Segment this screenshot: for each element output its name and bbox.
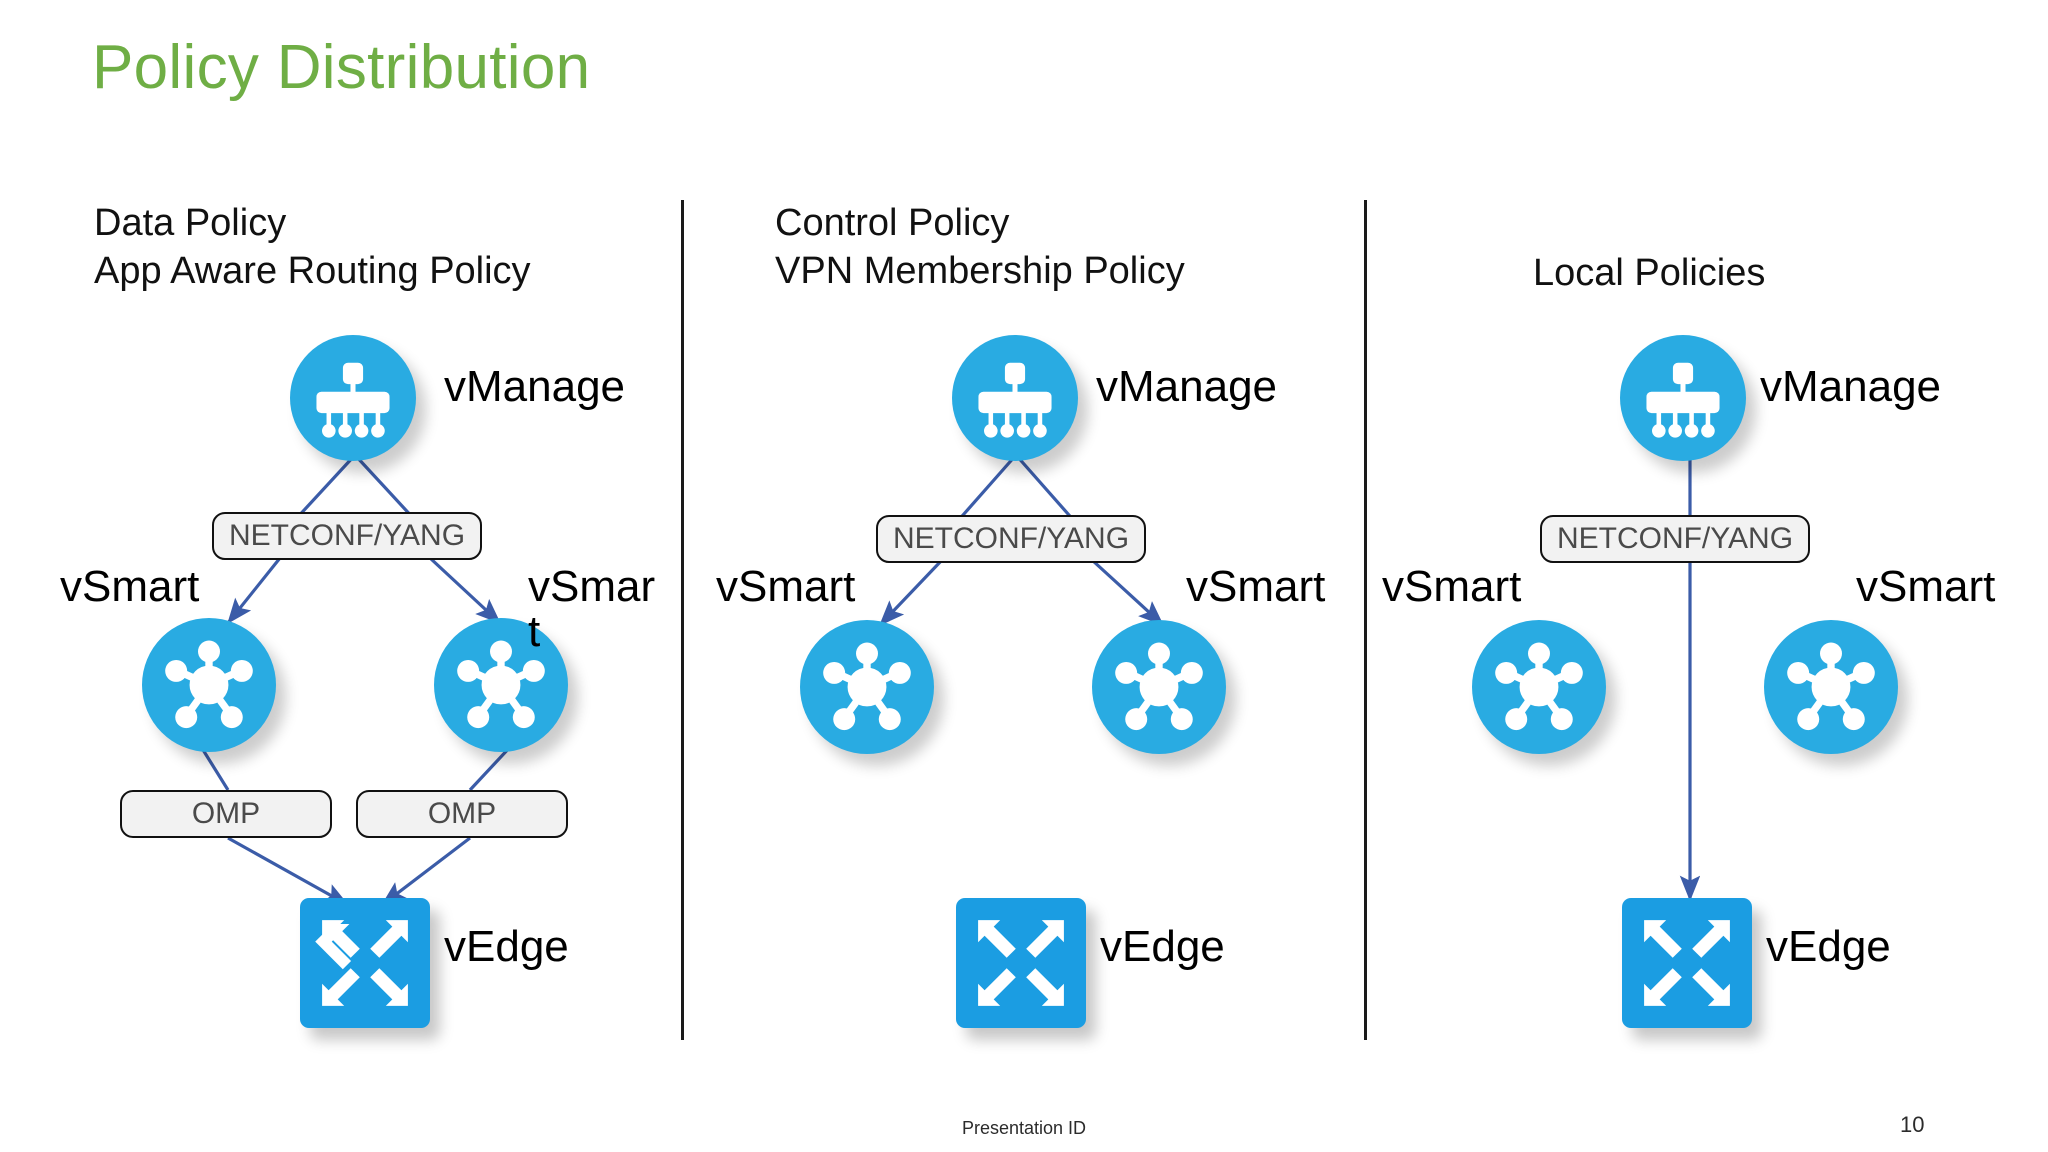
node-vmanage-control-policy[interactable]	[952, 335, 1078, 461]
page-number: 10	[1900, 1112, 1925, 1137]
node-vedge-local-policies[interactable]	[1622, 898, 1752, 1028]
node-vsmart-left-control-policy[interactable]	[800, 620, 934, 754]
node-label-vsmart-right-local-policies: vSmart	[1856, 562, 1996, 611]
node-label-vmanage-control-policy: vManage	[1096, 362, 1278, 411]
node-vedge-data-policy[interactable]	[300, 898, 430, 1028]
pill-netconf-yang-local-policies[interactable]: NETCONF/YANG	[1540, 515, 1810, 563]
pill-omp-left-data-policy[interactable]: OMP	[120, 790, 332, 838]
column-heading-local-policies: Local Policies	[1533, 252, 1766, 294]
node-label-vsmart-right-control-policy: vSmart	[1186, 562, 1326, 611]
vsmart-icon	[142, 618, 276, 752]
vsmart-icon	[1092, 620, 1226, 754]
vsmart-icon	[1764, 620, 1898, 754]
node-vedge-control-policy[interactable]	[956, 898, 1086, 1028]
node-vsmart-right-local-policies[interactable]	[1764, 620, 1898, 754]
node-vsmart-left-data-policy[interactable]	[142, 618, 276, 752]
vedge-icon	[1622, 898, 1752, 1028]
node-vsmart-left-local-policies[interactable]	[1472, 620, 1606, 754]
node-label-vmanage-local-policies: vManage	[1760, 362, 1942, 411]
node-vmanage-local-policies[interactable]	[1620, 335, 1746, 461]
node-vsmart-right-control-policy[interactable]	[1092, 620, 1226, 754]
vedge-icon	[956, 898, 1086, 1028]
column-divider-2	[1364, 200, 1367, 1040]
node-label-vedge-data-policy: vEdge	[444, 922, 569, 971]
node-vmanage-data-policy[interactable]	[290, 335, 416, 461]
column-heading-data-policy: Data Policy App Aware Routing Policy	[94, 202, 531, 292]
vmanage-icon	[952, 335, 1078, 461]
vmanage-icon	[290, 335, 416, 461]
column-divider-1	[681, 200, 684, 1040]
vmanage-icon	[1620, 335, 1746, 461]
vsmart-icon	[434, 618, 568, 752]
vsmart-icon	[1472, 620, 1606, 754]
pill-netconf-yang-data-policy[interactable]: NETCONF/YANG	[212, 512, 482, 560]
node-label-vsmart-left-data-policy: vSmart	[60, 562, 200, 611]
node-vsmart-right-data-policy[interactable]	[434, 618, 568, 752]
footer-presentation-id: Presentation ID	[961, 1118, 1087, 1138]
column-heading-control-policy: Control Policy VPN Membership Policy	[775, 202, 1185, 292]
page-title: Policy Distribution	[92, 33, 591, 102]
node-label-vedge-control-policy: vEdge	[1100, 922, 1225, 971]
pill-netconf-yang-control-policy[interactable]: NETCONF/YANG	[876, 515, 1146, 563]
pill-omp-right-data-policy[interactable]: OMP	[356, 790, 568, 838]
node-label-vedge-local-policies: vEdge	[1766, 922, 1891, 971]
node-label-vsmart-left-local-policies: vSmart	[1382, 562, 1522, 611]
node-label-vmanage-data-policy: vManage	[444, 362, 626, 411]
node-label-vsmart-left-control-policy: vSmart	[716, 562, 856, 611]
node-label-vsmart-right-data-policy: vSmart	[528, 562, 656, 656]
vsmart-icon	[800, 620, 934, 754]
vedge-icon	[300, 898, 430, 1028]
